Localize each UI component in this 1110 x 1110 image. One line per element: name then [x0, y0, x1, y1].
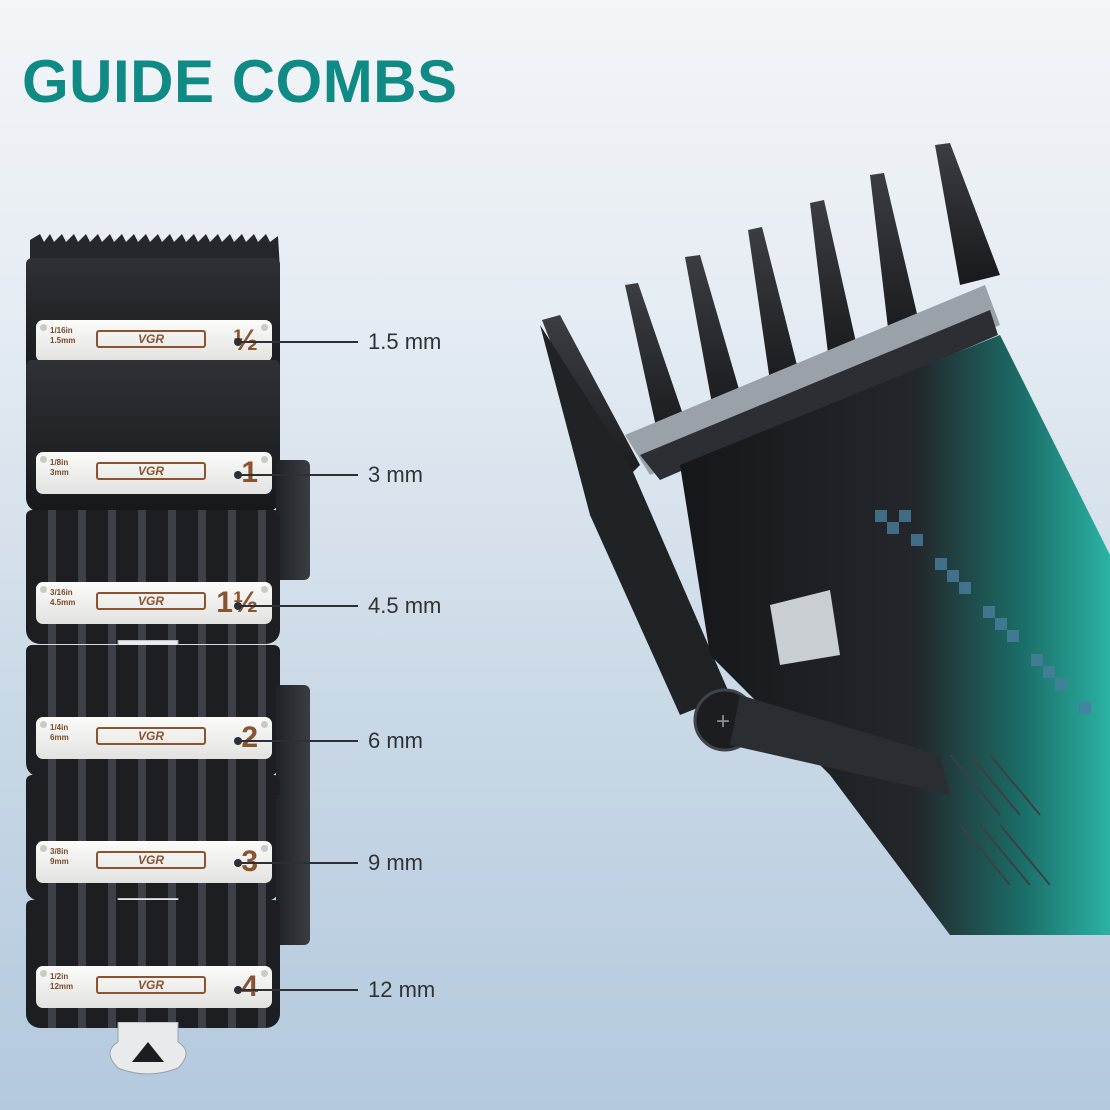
comb-number: 4	[241, 970, 258, 1003]
hair-clipper-icon: +	[540, 143, 1110, 935]
vgr-logo: VGR	[96, 727, 206, 745]
vgr-logo: VGR	[96, 592, 206, 610]
vgr-logo: VGR	[96, 462, 206, 480]
size-label: 6 mm	[368, 728, 423, 753]
comb-label-card: 3/16in 4.5mm VGR 1½	[36, 582, 272, 624]
comb-number: 3	[241, 845, 258, 879]
size-label: 12 mm	[368, 977, 436, 1002]
comb-clip	[98, 1022, 198, 1075]
comb-number: 1	[241, 456, 258, 489]
comb-label-card: 3/8in 9mm VGR 3	[36, 841, 272, 883]
size-label: 3 mm	[368, 462, 423, 487]
page-title: GUIDE COMBS	[22, 48, 458, 115]
guide-comb-stack: 1/16in 1.5mm VGR ½ 1/8in 3mm VGR 1 3/16i…	[0, 0, 310, 1110]
size-label: 9 mm	[368, 850, 423, 875]
comb-number: 2	[241, 721, 258, 754]
vgr-logo: VGR	[96, 851, 206, 869]
comb-label-card: 1/16in 1.5mm VGR ½	[36, 320, 272, 362]
vgr-logo: VGR	[96, 976, 206, 994]
inch-mm-label: 3/8in 9mm	[50, 847, 69, 866]
size-label: 1.5 mm	[368, 329, 442, 354]
svg-text:+: +	[716, 708, 730, 735]
comb-label-card: 1/2in 12mm VGR 4	[36, 966, 272, 1008]
inch-mm-label: 1/4in 6mm	[50, 723, 69, 742]
comb-label-card: 1/8in 3mm VGR 1	[36, 452, 272, 494]
vgr-logo: VGR	[96, 330, 206, 348]
inch-mm-label: 1/8in 3mm	[50, 458, 69, 477]
inch-mm-label: 1/2in 12mm	[50, 972, 74, 991]
size-label: 4.5 mm	[368, 593, 442, 618]
inch-mm-label: 3/16in 4.5mm	[50, 588, 76, 607]
comb-label-card: 1/4in 6mm VGR 2	[36, 717, 272, 759]
inch-mm-label: 1/16in 1.5mm	[50, 326, 76, 345]
